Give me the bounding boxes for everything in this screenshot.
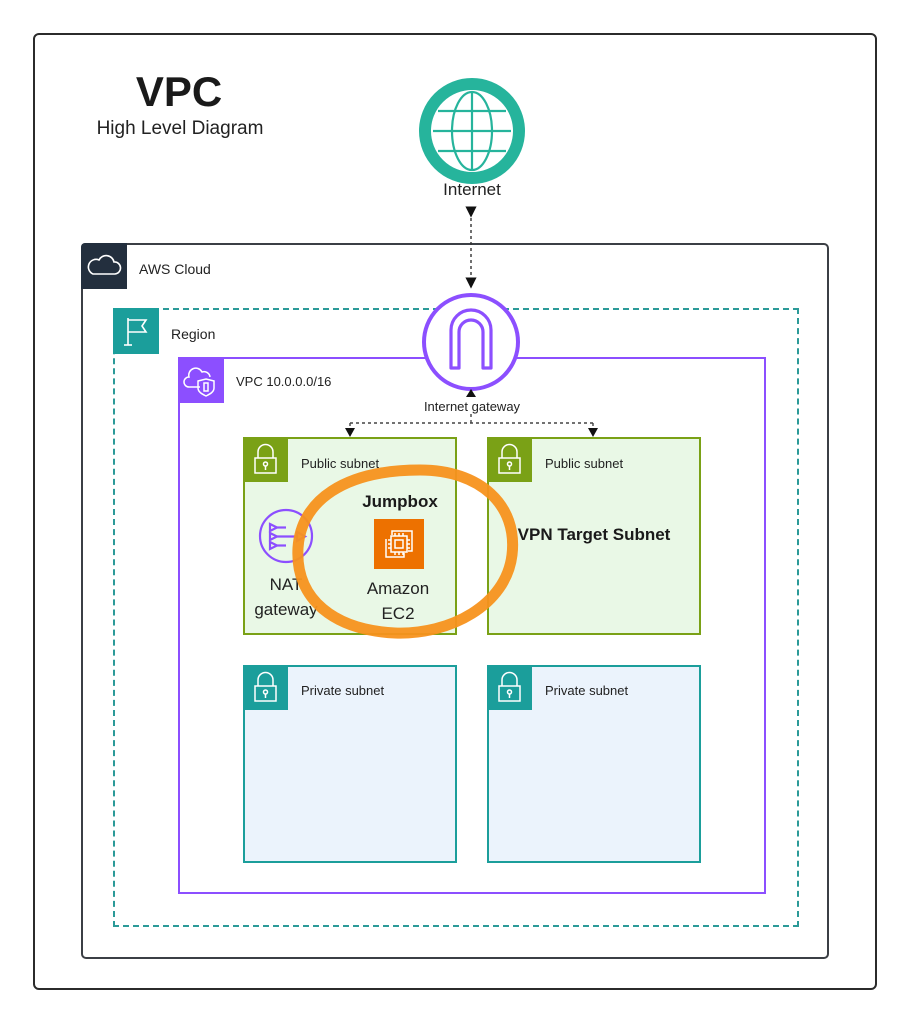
vpn-target-subnet-title: VPN Target Subnet [517,525,671,544]
ec2-label-line1: Amazon [366,579,430,598]
globe-icon [419,78,525,184]
cloud-icon [87,254,122,275]
private-subnet-1-badge [243,665,288,710]
lock-icon [498,671,521,702]
diagram-title: VPC [135,68,223,115]
vpc-badge [178,357,224,403]
diagram-frame [33,33,877,990]
private-subnet-2 [487,665,701,863]
aws-cloud-badge [81,243,127,289]
internet-gateway-label: Internet gateway [423,399,521,414]
region-badge [113,308,159,354]
public-subnet-2-badge [487,437,532,482]
nat-gateway-icon [258,508,314,564]
public-subnet-1-badge [243,437,288,482]
aws-cloud-label: AWS Cloud [139,261,211,277]
nat-gateway-label: NAT gateway [243,572,329,622]
internet-label: Internet [443,180,501,199]
nat-gateway-label-line2: gateway [254,600,318,619]
ec2-label-line2: EC2 [381,604,415,623]
lock-icon [254,671,277,702]
flag-icon [124,318,148,346]
vpc-cloud-shield-icon [183,367,215,397]
jumpbox-title: Jumpbox [362,492,438,511]
lock-icon [254,443,277,474]
ec2-label: Amazon EC2 [350,576,446,626]
private-subnet-2-label: Private subnet [545,683,629,698]
public-subnet-1-label: Public subnet [301,456,380,471]
nat-gateway-label-line1: NAT [269,575,303,594]
internet-gateway-icon [422,293,520,391]
public-subnet-2-label: Public subnet [545,456,624,471]
private-subnet-2-badge [487,665,532,710]
private-subnet-1-label: Private subnet [301,683,385,698]
lock-icon [498,443,521,474]
region-label: Region [171,326,216,342]
vpc-label: VPC 10.0.0.0/16 [236,374,332,389]
ec2-icon [374,519,424,569]
aws-cloud-group [81,243,829,959]
diagram-subtitle: High Level Diagram [96,118,264,139]
